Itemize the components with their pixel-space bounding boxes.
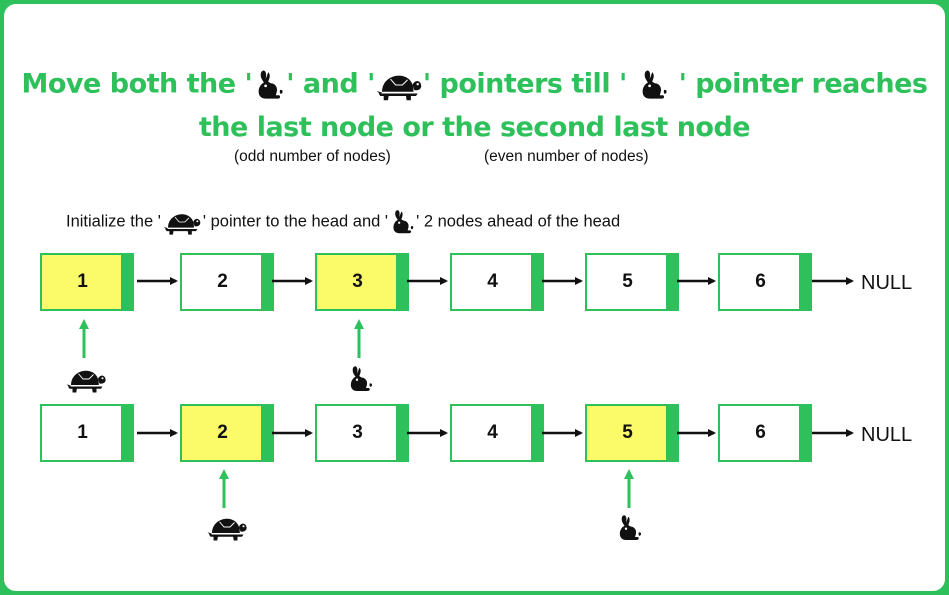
init-text-1: Initialize the ' bbox=[66, 212, 161, 231]
next-pointer-cell bbox=[396, 253, 409, 311]
list-node: 4 bbox=[450, 404, 544, 462]
next-pointer-cell bbox=[531, 253, 544, 311]
next-pointer-cell bbox=[799, 404, 812, 462]
list-node: 4 bbox=[450, 253, 544, 311]
next-pointer-cell bbox=[261, 404, 274, 462]
node-value: 5 bbox=[622, 271, 633, 292]
turtle-icon bbox=[66, 370, 107, 393]
next-pointer-cell bbox=[531, 404, 544, 462]
subtitle-odd: (odd number of nodes) bbox=[234, 148, 391, 165]
node-value: 1 bbox=[77, 422, 88, 443]
next-pointer-cell bbox=[121, 253, 134, 311]
rabbit-icon bbox=[619, 515, 642, 540]
title-text-c: ' pointers till ' bbox=[422, 68, 627, 100]
node-value: 2 bbox=[217, 422, 228, 443]
next-pointer-cell bbox=[121, 404, 134, 462]
title-line-2: the last node or the second last node bbox=[198, 112, 751, 143]
next-pointer-cell bbox=[666, 404, 679, 462]
node-value: 4 bbox=[487, 271, 498, 292]
list-node: 2 bbox=[180, 253, 274, 311]
node-value: 2 bbox=[217, 271, 228, 292]
node-value: 6 bbox=[755, 271, 766, 292]
node-value: 3 bbox=[352, 271, 363, 292]
list-node: 2 bbox=[180, 404, 274, 462]
list-node: 3 bbox=[315, 253, 409, 311]
node-value: 1 bbox=[77, 271, 88, 292]
node-value: 4 bbox=[487, 422, 498, 443]
node-value: 5 bbox=[622, 422, 633, 443]
turtle-icon bbox=[207, 518, 248, 541]
next-pointer-cell bbox=[666, 253, 679, 311]
title-text-b: ' and ' bbox=[286, 68, 375, 100]
list-node: 1 bbox=[40, 404, 134, 462]
title-text-a: Move both the ' bbox=[21, 68, 253, 100]
next-pointer-cell bbox=[799, 253, 812, 311]
null-terminator: NULL bbox=[861, 424, 913, 446]
title-text-d: ' pointer reaches bbox=[678, 68, 928, 100]
list-node: 1 bbox=[40, 253, 134, 311]
init-instruction: Initialize the ' ' pointer to the head an… bbox=[66, 208, 620, 236]
next-pointer-cell bbox=[396, 404, 409, 462]
list-node: 5 bbox=[585, 253, 679, 311]
next-pointer-cell bbox=[261, 253, 274, 311]
null-terminator: NULL bbox=[861, 272, 913, 294]
rabbit-icon bbox=[350, 366, 373, 391]
init-text-3: ' 2 nodes ahead of the head bbox=[416, 212, 621, 231]
title-line-1: Move both the '' and '' pointers till ' … bbox=[0, 68, 949, 102]
node-value: 3 bbox=[352, 422, 363, 443]
list-node: 6 bbox=[718, 253, 812, 311]
subtitle-even: (even number of nodes) bbox=[484, 148, 649, 165]
list-node: 3 bbox=[315, 404, 409, 462]
list-node: 6 bbox=[718, 404, 812, 462]
init-text-2: ' pointer to the head and ' bbox=[202, 212, 389, 231]
node-value: 6 bbox=[755, 422, 766, 443]
